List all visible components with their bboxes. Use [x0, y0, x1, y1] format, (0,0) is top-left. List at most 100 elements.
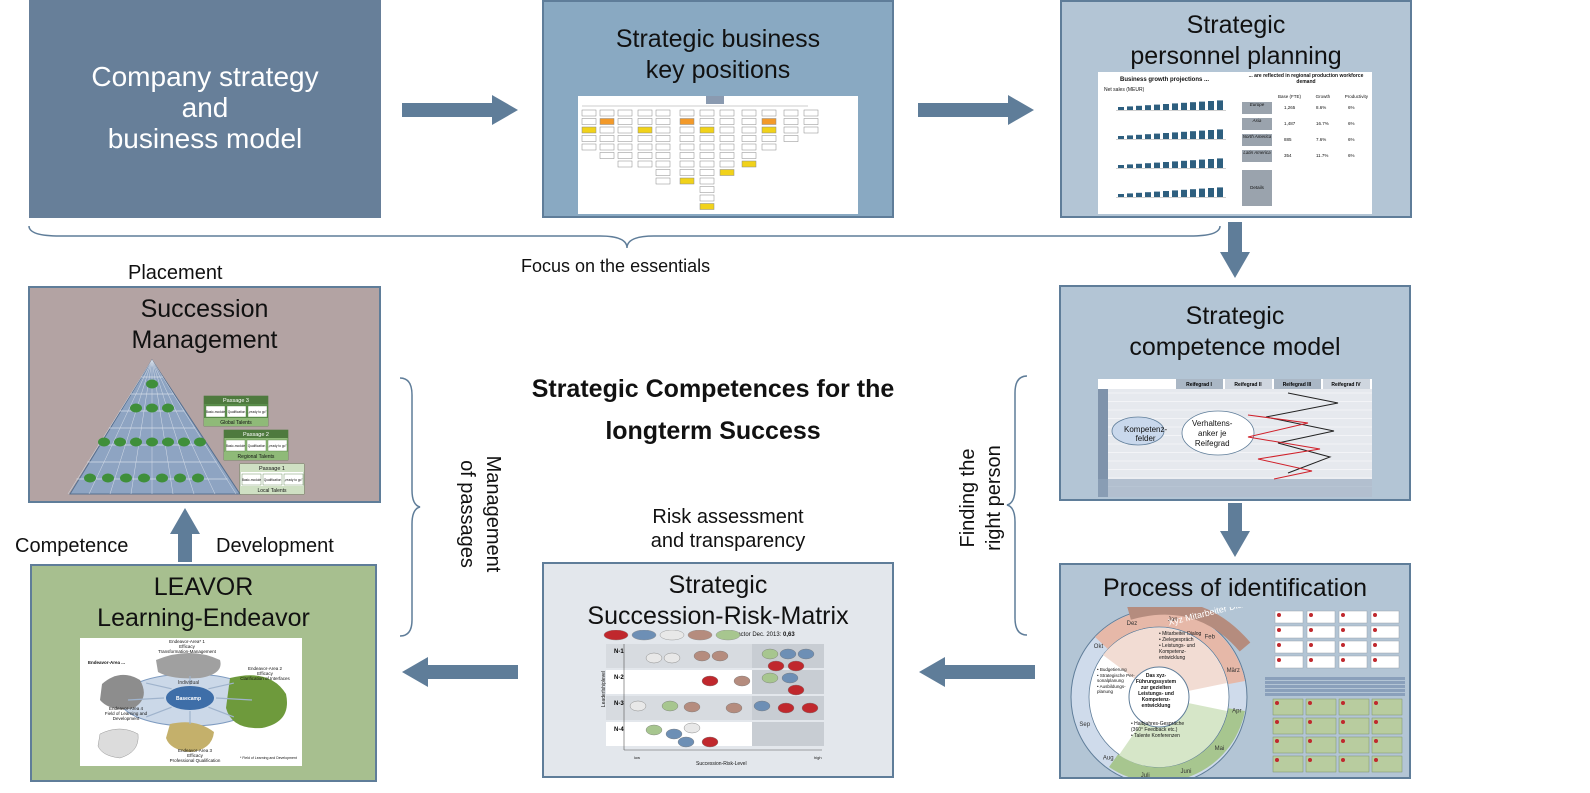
- planning-bar: [1208, 101, 1214, 110]
- competence-profile-red: [1247, 414, 1321, 480]
- pyramid-passage-name: Passage 1: [259, 466, 285, 472]
- pyramid-talent-dot: [130, 403, 142, 413]
- org-chart-node: [637, 109, 653, 117]
- planning-details-cell: Details: [1242, 170, 1272, 206]
- ident-grid-cell-top: [1370, 625, 1400, 639]
- ident-grid-cell-bottom: [1371, 717, 1403, 735]
- planning-value-cell: 6%: [1348, 105, 1355, 110]
- pyramid-passage-cell: [226, 405, 247, 418]
- ident-grid-cell-top: [1274, 640, 1304, 654]
- competence-label: Competence: [15, 535, 129, 557]
- planning-bar: [1172, 190, 1178, 197]
- ident-grid-cell-top: [1274, 655, 1304, 669]
- ident-grid-dot: [1341, 758, 1345, 762]
- ident-grid-dot: [1341, 720, 1345, 724]
- box-risk-matrix-title: Strategic Succession-Risk-Matrix: [587, 571, 849, 630]
- ident-grid-dot: [1308, 758, 1312, 762]
- pyramid-passage-header: [240, 464, 304, 472]
- competence-footer-band: [1098, 479, 1372, 497]
- pyramid-talent-dot: [194, 437, 206, 447]
- planning-value-cell: 8.6%: [1316, 105, 1327, 110]
- org-chart-node: [599, 126, 615, 134]
- ident-month-label: Juni: [1181, 769, 1192, 775]
- org-chart-node: [699, 169, 715, 176]
- org-chart-node: [679, 126, 695, 134]
- planning-value-cell: 885: [1284, 137, 1292, 142]
- planning-header-left: Business growth projections ...: [1120, 77, 1210, 83]
- org-chart-node: [719, 135, 735, 142]
- risk-legend-pill: [715, 630, 741, 641]
- pyramid-ray: [151, 359, 237, 495]
- ident-grid-cell-top: [1370, 655, 1400, 669]
- ident-grid-cell-top: [1338, 610, 1368, 624]
- pyramid-talent-dot: [130, 437, 142, 447]
- org-chart-node: [655, 169, 671, 176]
- pyramid-ray: [151, 359, 216, 495]
- planning-value-cell: 16.7%: [1316, 121, 1329, 126]
- planning-bar: [1208, 130, 1214, 139]
- risk-row-label: N-2: [614, 675, 624, 681]
- risk-yaxis-label: Leaderlshiplevel: [601, 670, 608, 708]
- leavor-area-4-island: [97, 728, 139, 759]
- org-chart-node: [699, 143, 715, 151]
- risk-bubble: [779, 648, 797, 660]
- org-chart-node: [679, 160, 695, 168]
- pyramid-passage-cell: [241, 473, 262, 486]
- pyramid-talent-dot: [102, 473, 114, 483]
- risk-bubble: [665, 728, 683, 740]
- pyramid-talent-dot: [174, 473, 186, 483]
- planning-value-cell: 354: [1284, 153, 1292, 158]
- planning-bar: [1199, 188, 1205, 197]
- ident-grid-band: [1265, 681, 1405, 684]
- org-chart-thumbnail: [578, 96, 858, 214]
- leavor-path-line: [145, 706, 172, 718]
- ident-grid-cell-bottom: [1272, 755, 1304, 773]
- competence-col-label: Reifegrad I: [1186, 382, 1212, 388]
- competence-profile-black: [1265, 392, 1339, 474]
- org-chart-node: [741, 118, 757, 125]
- org-chart-node: [783, 126, 799, 134]
- pyramid-ray: [109, 359, 153, 495]
- risk-bubble: [683, 701, 701, 713]
- ident-grid-dot: [1275, 720, 1279, 724]
- planning-region-cell: Europe: [1242, 102, 1272, 114]
- box-key-positions-title: Strategic business key positions: [615, 25, 821, 84]
- org-chart-node: [679, 109, 695, 117]
- pyramid-passage-level: Global Talents: [220, 420, 252, 426]
- org-chart-drawing: [581, 96, 819, 210]
- ident-month-label: Mai: [1215, 746, 1225, 752]
- risk-bubble: [801, 702, 819, 714]
- org-chart-node: [719, 143, 735, 151]
- org-chart-node: [803, 126, 819, 134]
- leavor-path-line: [208, 706, 235, 718]
- org-chart-node: [617, 152, 633, 159]
- leavor-basecamp: [166, 686, 214, 710]
- risk-bubble: [733, 675, 751, 687]
- org-chart-node: [599, 152, 615, 159]
- org-chart-node: [741, 143, 757, 151]
- planning-value-cell: 6%: [1348, 121, 1355, 126]
- risk-bubble: [753, 700, 771, 712]
- risk-legend-pill: [659, 630, 685, 641]
- pyramid-passage-cell: [283, 473, 304, 486]
- risk-label: Risk assessment and transparency: [650, 506, 806, 552]
- arrow-risk-to-leavor: [402, 657, 518, 687]
- org-chart-node: [637, 160, 653, 168]
- org-chart-node: [655, 152, 671, 159]
- pyramid-ray: [67, 359, 153, 495]
- ident-grid-cell-bottom: [1272, 736, 1304, 754]
- org-chart-node: [719, 109, 735, 117]
- ident-grid-dot: [1309, 658, 1313, 662]
- ident-grid-cell-top: [1306, 610, 1336, 624]
- risk-bubble: [767, 660, 785, 672]
- risk-bubble: [693, 650, 711, 662]
- ident-banner-band: [1127, 607, 1251, 652]
- pyramid-passage-cell: [246, 439, 267, 452]
- box-company-strategy: Company strategy and business model: [29, 0, 381, 218]
- box-risk-matrix: Strategic Succession-Risk-Matrix Riscfac…: [542, 562, 894, 778]
- org-chart-node: [617, 143, 633, 151]
- org-chart-node: [599, 118, 615, 125]
- org-chart-node: [741, 160, 757, 168]
- org-chart-node: [741, 126, 757, 134]
